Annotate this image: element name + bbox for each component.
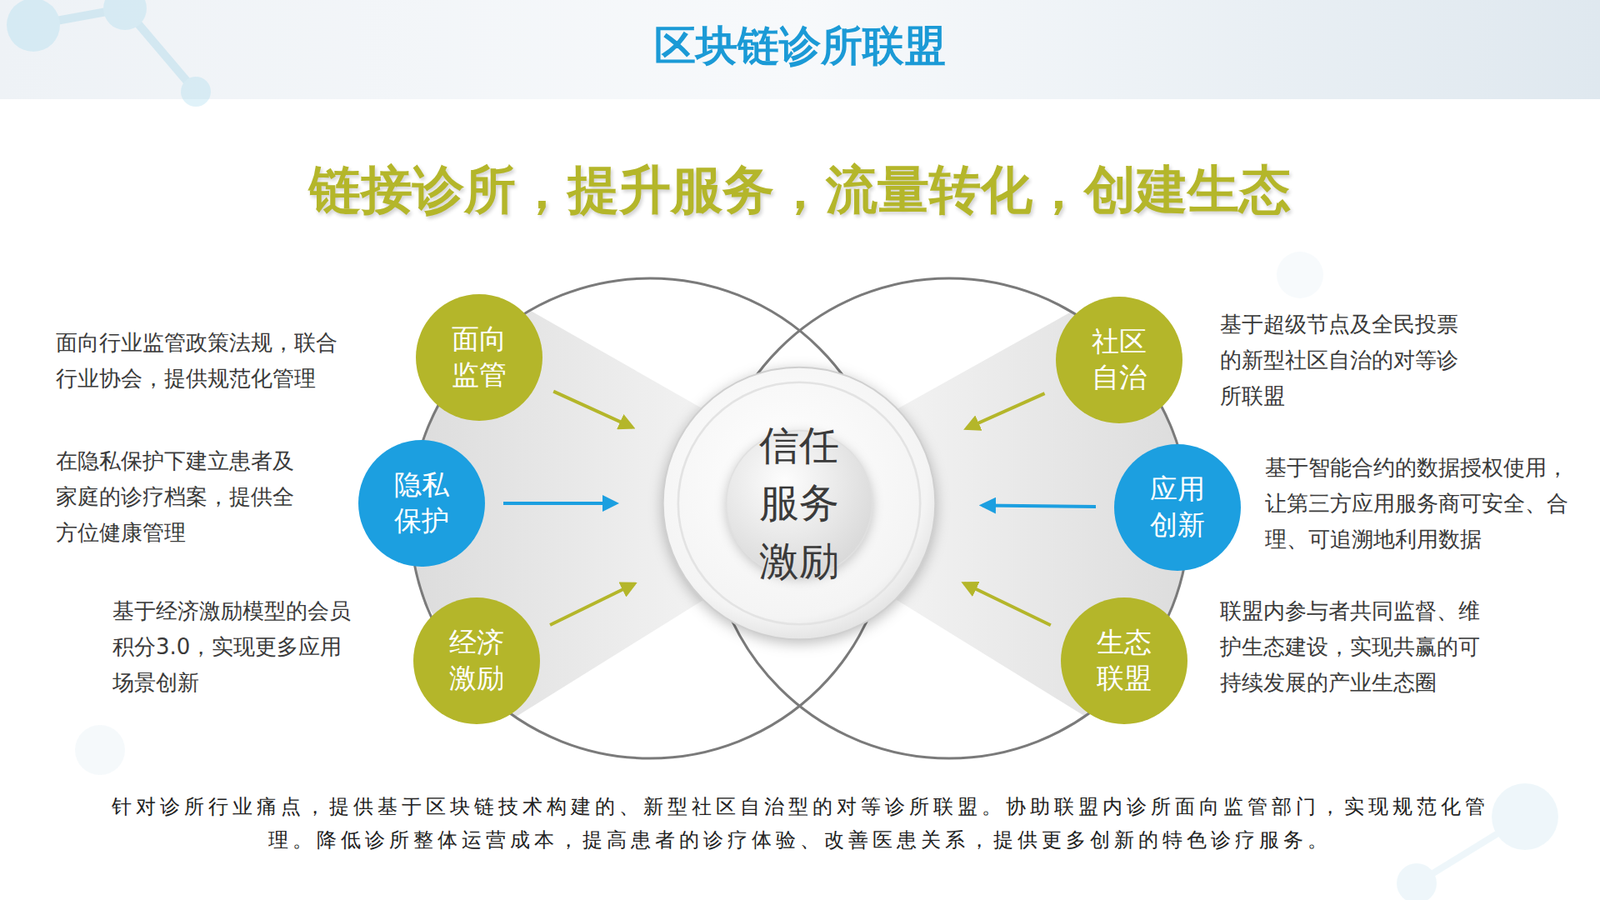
description-text: 面向行业监管政策法规，联合行业协会，提供规范化管理 [55,325,349,397]
feature-circle: 社区 自治 [1055,296,1183,424]
description-text: 基于经济激励模型的会员积分3.0，实现更多应用场景创新 [112,593,362,701]
arrow-connector [966,393,1045,429]
circle-text: 生态 联盟 [1092,625,1156,697]
feature-circle: 面向 监管 [415,294,543,421]
arrow-connector [964,583,1051,625]
description-text: 基于超级节点及全民投票的新型社区自治的对等诊所联盟 [1220,306,1470,415]
circle-outline [1060,597,1188,725]
circle-text: 应用 创新 [1145,471,1210,544]
description-text: 在隐私保护下建立患者及家庭的诊疗档案，提供全方位健康管理 [55,443,305,551]
circle-text: 面向 监管 [447,321,511,394]
subtitle-slogan: 链接诊所，提升服务，流量转化，创建生态 [0,155,1600,225]
circle-outline [1055,296,1183,424]
feature-circle: 应用 创新 [1114,444,1241,571]
feature-circle: 经济 激励 [413,597,540,725]
page-title: 区块链诊所联盟 [0,18,1600,75]
circle-text: 社区 自治 [1087,324,1151,396]
feature-circle: 隐私 保护 [358,440,485,567]
circle-text: 经济 激励 [445,625,509,697]
center-text: 信任 服务 激励 [753,416,845,591]
arrow-connector [553,391,633,428]
arrow-connector [982,505,1096,506]
circle-outline [415,294,543,421]
caption: 针对诊所行业痛点，提供基于区块链技术构建的、新型社区自治型的对等诊所联盟。协助联… [91,790,1509,857]
center-circle: 信任 服务 激励 [661,365,937,641]
circle-outline [358,440,485,567]
arrow-connector [503,501,616,505]
description-text: 基于智能合约的数据授权使用，让第三方应用服务商可安全、合理、可追溯地利用数据 [1265,450,1580,558]
arrow-connector [550,584,635,625]
circle-text: 隐私 保护 [390,467,454,540]
circle-outline [1114,444,1241,571]
circle-outline [413,597,540,725]
feature-circle: 生态 联盟 [1060,597,1188,725]
description-text: 联盟内参与者共同监督、维护生态建设，实现共赢的可持续发展的产业生态圈 [1220,593,1491,701]
molecule-decoration [6,0,1559,900]
header-band [0,0,1600,100]
